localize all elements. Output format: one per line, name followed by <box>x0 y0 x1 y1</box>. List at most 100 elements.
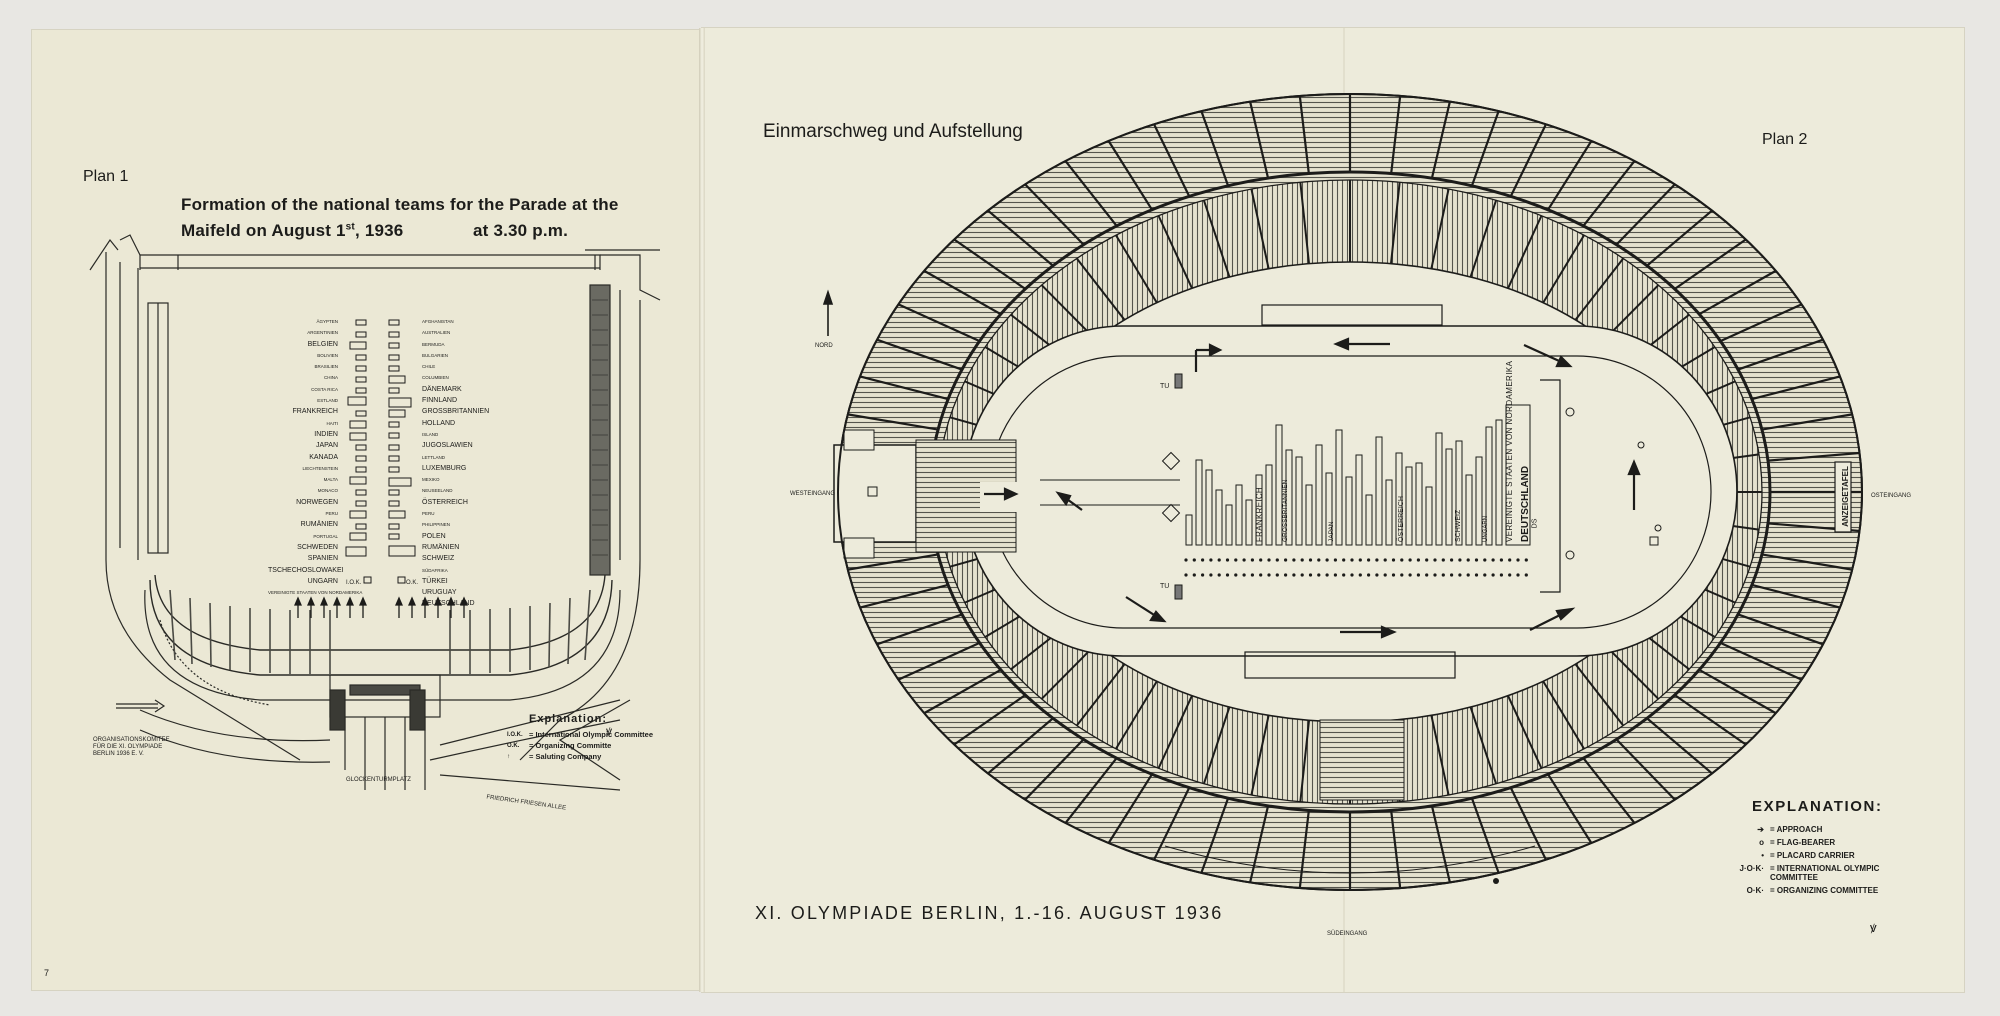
team-column-bar <box>1345 476 1353 546</box>
sector-divider <box>1615 738 1676 801</box>
team-name: RUMÄNIEN <box>422 543 460 551</box>
team-column-bar <box>1225 504 1233 546</box>
sector-divider <box>1547 140 1593 211</box>
team-name: UNGARN <box>307 577 338 585</box>
placard-carrier-dot <box>1333 558 1337 562</box>
sector-divider <box>1390 810 1402 889</box>
sector-divider <box>1064 160 1118 227</box>
sector-divider <box>1751 583 1841 609</box>
team-column-bar <box>1255 474 1263 546</box>
field-label-austria: ÖSTERREICH <box>1398 496 1405 542</box>
sector-divider <box>1040 643 1097 700</box>
team-name: HOLLAND <box>422 419 456 427</box>
plan-1-heading-line2: Maifeld on August 1st, 1936 <box>181 221 404 240</box>
placard-carrier-dot <box>1250 558 1254 562</box>
team-name: MONACO <box>317 488 338 494</box>
sector-divider <box>1646 717 1713 775</box>
team-column-bar <box>1295 456 1303 546</box>
explanation-right-row: •= PLACARD CARRIER <box>1761 851 1855 860</box>
sector-divider <box>1202 199 1231 278</box>
sector-divider <box>1470 797 1500 874</box>
team-name: SPANIEN <box>307 555 338 563</box>
sector-divider <box>1542 234 1585 304</box>
placard-carrier-dot <box>1308 558 1313 562</box>
placard-carrier-dot <box>1433 558 1437 562</box>
team-name: BULGARIEN <box>422 352 449 358</box>
north-label: NORD <box>815 343 833 349</box>
team-name: ARGENTINIEN <box>307 330 338 336</box>
placard-carrier-dot <box>1342 558 1346 562</box>
sector-divider <box>1430 715 1450 796</box>
team-name: PERU <box>325 511 338 517</box>
team-column-bar <box>1285 449 1293 546</box>
placard-carrier-dot <box>1234 558 1238 562</box>
placard-carrier-dot <box>1217 558 1221 562</box>
placard-carrier-dot <box>1184 558 1188 562</box>
sector-divider <box>1153 123 1191 197</box>
team-name: HAITI <box>326 420 338 426</box>
placard-carrier-dot <box>1192 573 1196 577</box>
sector-divider <box>1674 694 1747 746</box>
printer-mark-left: ꝟ <box>606 724 613 738</box>
team-column-bar <box>1375 436 1383 546</box>
team-column-bar <box>1205 469 1213 546</box>
sector-divider <box>1298 95 1310 174</box>
team-column-bar <box>1305 484 1313 546</box>
sector-divider <box>1698 668 1777 715</box>
team-name: VEREINIGTE STAATEN VON NORDAMERIKA <box>268 590 363 596</box>
placard-carrier-dot <box>1317 573 1321 577</box>
team-name: JAPAN <box>315 442 338 450</box>
sector-divider <box>1153 787 1191 861</box>
sector-divider <box>876 338 963 371</box>
sector-divider <box>987 209 1054 267</box>
team-name: MALTA <box>323 477 338 483</box>
sector-divider <box>1157 695 1193 769</box>
placard-carrier-dot <box>1483 558 1487 562</box>
team-name: SCHWEIZ <box>422 555 455 563</box>
team-name: FINNLAND <box>422 397 458 405</box>
ok-abbrev-left: O.K. <box>406 580 419 586</box>
placard-carrier-dot <box>1474 558 1479 562</box>
team-name: PERU <box>422 511 435 517</box>
team-name: RUMÄNIEN <box>300 521 338 529</box>
sector-divider <box>1698 269 1777 316</box>
sector-divider <box>1430 188 1450 269</box>
team-name: SCHWEDEN <box>297 543 338 551</box>
team-name: COLUMBIEN <box>422 375 449 381</box>
sector-divider <box>1389 182 1401 264</box>
placard-carrier-dot <box>1375 558 1379 562</box>
placard-carrier-dot <box>1450 573 1454 577</box>
field-label-japan: JAPAN <box>1328 521 1335 542</box>
placard-carrier-dot <box>1516 573 1520 577</box>
team-column-bar <box>1445 448 1453 546</box>
sector-divider <box>1507 695 1543 769</box>
sector-divider <box>1509 123 1547 197</box>
sector-divider <box>1574 257 1624 321</box>
team-column-bar <box>1475 456 1483 546</box>
team-column-bar <box>1415 462 1423 546</box>
placard-carrier-dot <box>1209 558 1213 562</box>
field-label-germany: DEUTSCHLAND <box>1520 465 1531 542</box>
placard-carrier-dot <box>1375 573 1379 577</box>
team-name: POLEN <box>422 532 446 540</box>
team-column-bar <box>1405 466 1413 546</box>
scoreboard-label: ANZEIGETAFEL <box>1840 466 1850 527</box>
team-name: DEUTSCHLAND <box>422 600 475 608</box>
placard-carrier-dot <box>1450 558 1454 562</box>
placard-carrier-dot <box>1184 573 1188 577</box>
team-column-bar <box>1215 489 1223 546</box>
team-name: NORWEGEN <box>296 498 338 506</box>
sector-divider <box>1582 160 1636 227</box>
place-label-bottom: GLOCKENTURMPLATZ <box>346 777 411 783</box>
placard-carrier-dot <box>1408 573 1412 577</box>
explanation-left-row: O.K.= Organizing Committe <box>507 741 612 750</box>
sector-divider <box>1430 805 1451 883</box>
placard-carrier-dot <box>1441 558 1445 562</box>
sector-divider <box>1064 757 1118 824</box>
sector-divider <box>1200 797 1230 874</box>
explanation-right-row: o= FLAG-BEARER <box>1759 838 1836 847</box>
team-column-bar <box>1425 486 1433 546</box>
team-column-bar <box>1185 514 1193 546</box>
sector-divider <box>1719 641 1802 681</box>
